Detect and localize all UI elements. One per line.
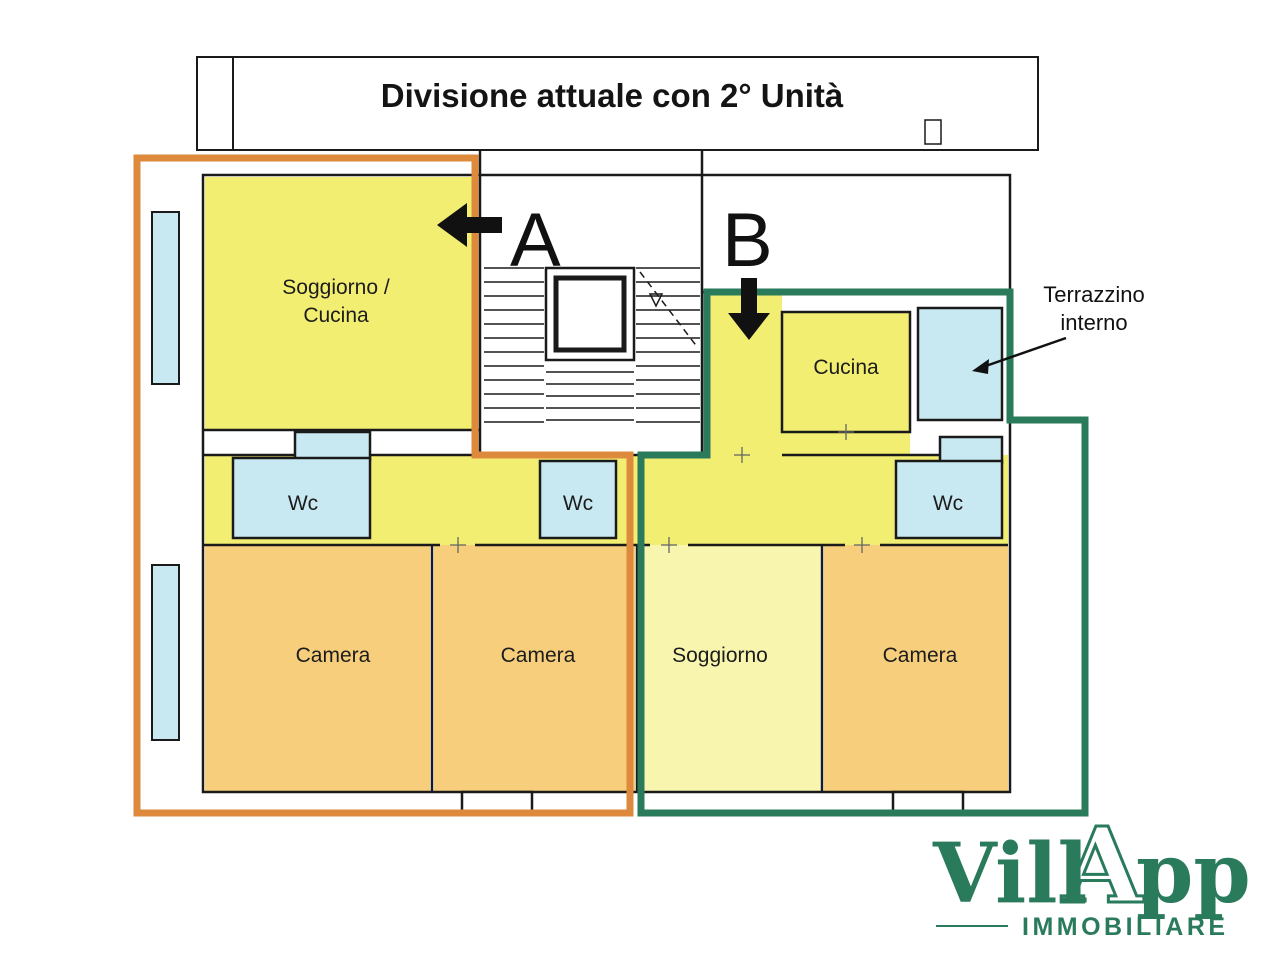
room-fill-soggiorno-cucina (205, 177, 475, 430)
room-label-camera-middle: Camera (501, 644, 576, 667)
logo-a: A (1061, 804, 1144, 927)
wall-segment (196, 56, 1039, 151)
room-fills (151, 177, 1008, 792)
logo-pp: pp (1136, 826, 1251, 922)
room-label-wc-right: Wc (933, 492, 963, 515)
balcony-top (151, 211, 180, 385)
duct-symbol (924, 119, 942, 145)
room-label-soggiorno: Soggiorno (672, 644, 768, 667)
bay-bump (460, 790, 534, 814)
elevator-shaft (544, 266, 636, 362)
room-label-cucina: Cucina (813, 356, 879, 379)
outer-wall (201, 173, 1012, 794)
logo: Vill A pp IMMOBILIARE (932, 803, 1251, 942)
wc-right-bump (938, 435, 1004, 465)
room-fill-camera-left (205, 545, 430, 792)
elevator-shaft-inner (553, 275, 627, 353)
door-markers (450, 424, 870, 553)
terrazzino-arrow-icon (972, 359, 989, 374)
stair-direction-arrow-icon (648, 293, 664, 308)
room-label-camera-right: Camera (883, 644, 958, 667)
unit-b-arrow-icon (728, 278, 770, 340)
balcony-bottom (151, 564, 180, 741)
room-label-wc-left: Wc (288, 492, 318, 515)
terrazzino-label-line1: Terrazzino (1043, 282, 1144, 307)
unit-a-outline (133, 154, 634, 817)
terrazzino-label-line2: interno (1060, 310, 1127, 335)
unit-b-letter: B (722, 198, 773, 283)
logo-subtitle: IMMOBILIARE (1022, 913, 1229, 941)
page-title: Divisione attuale con 2° Unità (381, 77, 844, 114)
room-fill-camera-middle (434, 545, 635, 792)
stair-dashed-line (639, 271, 699, 349)
room-fill-wc-left (231, 456, 372, 540)
room-label-soggiorno-cucina-line1: Soggiorno / (282, 276, 390, 299)
logo-vill: Vill (932, 826, 1089, 922)
unit-a-letter: A (510, 198, 561, 283)
room-labels: Soggiorno / Cucina Cucina Wc Wc Wc Camer… (282, 276, 963, 667)
room-label-wc-middle: Wc (563, 492, 593, 515)
unit-b-outline (637, 288, 1089, 817)
room-fill-wc-middle (538, 459, 618, 540)
room-label-soggiorno-cucina-line2: Cucina (303, 304, 369, 327)
terrazzino-arrow-line (979, 336, 1067, 370)
room-fill-wc-right (894, 459, 1004, 540)
unit-a-arrow-icon (437, 203, 502, 247)
wc-left-bump (293, 430, 372, 462)
stairwell (484, 266, 700, 423)
building-top-strip (196, 56, 1039, 175)
room-label-camera-left: Camera (296, 644, 371, 667)
walls (201, 173, 1012, 814)
room-fill-soggiorno (640, 545, 820, 792)
room-fill-camera-right (824, 545, 1008, 792)
bay-bump (891, 790, 965, 814)
